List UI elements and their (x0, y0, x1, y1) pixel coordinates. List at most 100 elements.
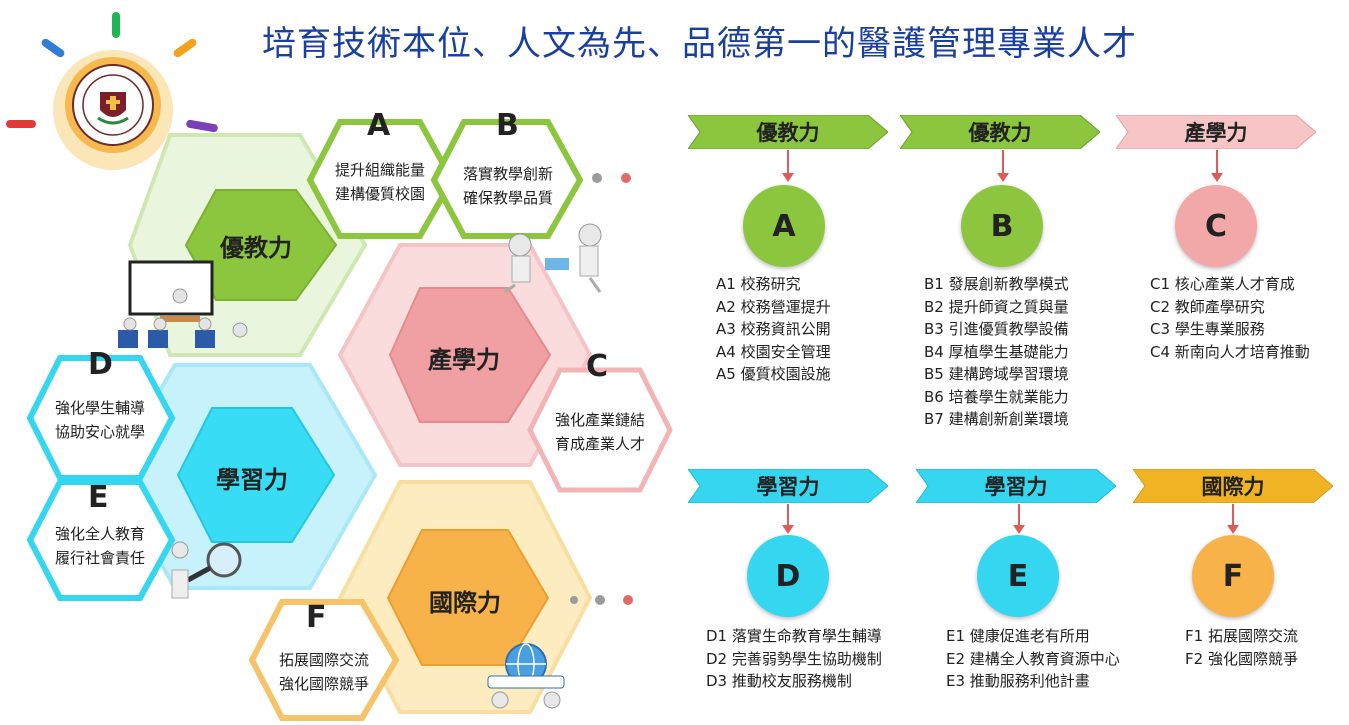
items-column-a: A1 校務研究 A2 校務營運提升 A3 校務資訊公開 A4 校園安全管理 A5… (716, 273, 831, 386)
hexagon-label-pink: 產學力 (428, 346, 500, 374)
hexagon-d-letter: D (88, 347, 113, 382)
hexagon-c-outline (527, 367, 673, 493)
list-item: A2 校務營運提升 (716, 297, 831, 316)
hexagon-c-line: 育成產業人才 (554, 435, 645, 453)
page-title: 培育技術本位、人文為先、品德第一的醫護管理專業人才 (262, 24, 1137, 64)
banner-label: 優教力 (756, 121, 820, 145)
hexagon-b-letter: B (496, 108, 519, 143)
list-item: B1 發展創新教學模式 (924, 275, 1069, 293)
hexagon-b-line: 確保教學品質 (462, 189, 553, 207)
banner-column-d: 學習力 (688, 469, 888, 503)
banner-column-f: 國際力 (1133, 469, 1333, 503)
arrow-column-f (1227, 504, 1239, 534)
list-item: A3 校務資訊公開 (716, 320, 831, 338)
dots-decoration-bottom (570, 595, 633, 605)
list-item: A5 優質校園設施 (716, 365, 831, 383)
hexagon-d-line: 強化學生輔導 (54, 399, 145, 417)
list-item: A4 校園安全管理 (716, 342, 831, 361)
hexagon-a-text: 提升組織能量 建構優質校園 (318, 158, 442, 206)
hexagon-d-outline (26, 355, 176, 481)
list-item: A1 校務研究 (716, 275, 801, 293)
list-item: B3 引進優質教學設備 (924, 320, 1069, 338)
list-item: C2 教師產學研究 (1150, 297, 1265, 316)
hexagon-a-outline (306, 119, 456, 239)
list-item: D2 完善弱勢學生協助機制 (706, 649, 882, 668)
banner-label: 學習力 (984, 475, 1048, 499)
list-item: F2 強化國際競爭 (1185, 649, 1298, 668)
hexagon-e-letter: E (88, 480, 109, 515)
circle-f: F (1192, 535, 1274, 617)
hexagon-f-line: 強化國際競爭 (278, 675, 369, 693)
arrow-column-a (782, 150, 794, 182)
dots-decoration-top (592, 173, 631, 183)
hexagon-a-letter: A (367, 108, 391, 143)
hexagon-f-line: 拓展國際交流 (278, 651, 369, 669)
items-column-f: F1 拓展國際交流 F2 強化國際競爭 (1185, 625, 1298, 670)
magnifier-figure-icon (171, 541, 242, 599)
list-item: B5 建構跨域學習環境 (924, 365, 1069, 383)
circle-a: A (743, 185, 825, 267)
cyan-hexagon-inner (176, 407, 336, 543)
lightbulb-logo-icon (6, 12, 218, 170)
hexagon-e-text: 強化全人教育 履行社會責任 (38, 522, 162, 570)
banner-label: 學習力 (756, 475, 820, 499)
hexagon-c-letter: C (586, 349, 609, 384)
list-item: C4 新南向人才培育推動 (1150, 342, 1310, 361)
list-item: C1 核心產業人才育成 (1150, 275, 1295, 293)
items-column-e: E1 健康促進老有所用 E2 建構全人教育資源中心 E3 推動服務利他計畫 (946, 625, 1120, 693)
classroom-figures-icon (118, 260, 248, 348)
hexagon-f-text: 拓展國際交流 強化國際競爭 (262, 648, 386, 696)
hexagon-a-line: 提升組織能量 (334, 161, 425, 179)
arrow-column-d (782, 504, 794, 534)
banner-label: 優教力 (968, 121, 1032, 145)
banner-column-e: 學習力 (916, 469, 1116, 503)
hexagon-c-text: 強化產業鏈結 育成產業人才 (540, 408, 660, 456)
list-item: F1 拓展國際交流 (1185, 627, 1298, 645)
list-item: B4 厚植學生基礎能力 (924, 342, 1069, 361)
banner-label: 國際力 (1201, 475, 1265, 499)
hexagon-d-text: 強化學生輔導 協助安心就學 (38, 396, 162, 444)
list-item: B6 培養學生就業能力 (924, 387, 1069, 406)
circle-c: C (1175, 185, 1257, 267)
arrow-column-e (1013, 504, 1025, 534)
hexagon-f-letter: F (306, 600, 327, 635)
hexagon-cluster (6, 12, 673, 721)
hexagon-c-line: 強化產業鏈結 (554, 411, 645, 429)
list-item: D3 推動校友服務機制 (706, 672, 852, 690)
hexagon-e-line: 履行社會責任 (54, 549, 145, 567)
hexagon-label-orange: 國際力 (429, 589, 501, 617)
circle-d: D (747, 535, 829, 617)
arrow-column-b (997, 150, 1009, 182)
list-item: B2 提升師資之質與量 (924, 297, 1069, 316)
hexagon-e-outline (26, 479, 176, 601)
items-column-d: D1 落實生命教育學生輔導 D2 完善弱勢學生協助機制 D3 推動校友服務機制 (706, 625, 882, 693)
handshake-figures-icon (504, 223, 602, 294)
circle-e: E (977, 535, 1059, 617)
hexagon-b-line: 落實教學創新 (462, 165, 553, 183)
hexagon-d-line: 協助安心就學 (54, 423, 145, 441)
green-hexagon-inner (184, 189, 338, 301)
hexagon-b-text: 落實教學創新 確保教學品質 (446, 162, 570, 210)
hexagon-f-outline (248, 599, 400, 721)
list-item: E2 建構全人教育資源中心 (946, 649, 1120, 668)
items-column-c: C1 核心產業人才育成 C2 教師產學研究 C3 學生專業服務 C4 新南向人才… (1150, 273, 1310, 363)
globe-figure-icon (487, 643, 565, 709)
pink-hexagon-inner (388, 287, 552, 423)
hexagon-label-cyan: 學習力 (216, 466, 288, 494)
banner-label: 產學力 (1184, 121, 1248, 145)
list-item: D1 落實生命教育學生輔導 (706, 627, 882, 645)
hexagon-b-outline (430, 119, 584, 239)
banner-column-c: 產學力 (1116, 115, 1316, 149)
items-column-b: B1 發展創新教學模式 B2 提升師資之質與量 B3 引進優質教學設備 B4 厚… (924, 273, 1069, 431)
hexagon-a-line: 建構優質校園 (334, 185, 425, 203)
circle-b: B (961, 185, 1043, 267)
hexagon-e-line: 強化全人教育 (54, 525, 145, 543)
hexagon-label-green: 優教力 (220, 234, 292, 262)
list-item: C3 學生專業服務 (1150, 320, 1265, 338)
list-item: E3 推動服務利他計畫 (946, 672, 1090, 690)
list-item: E1 健康促進老有所用 (946, 627, 1090, 645)
banner-column-a: 優教力 (688, 115, 888, 149)
arrow-column-c (1211, 150, 1223, 182)
list-item: B7 建構創新創業環境 (924, 410, 1069, 428)
